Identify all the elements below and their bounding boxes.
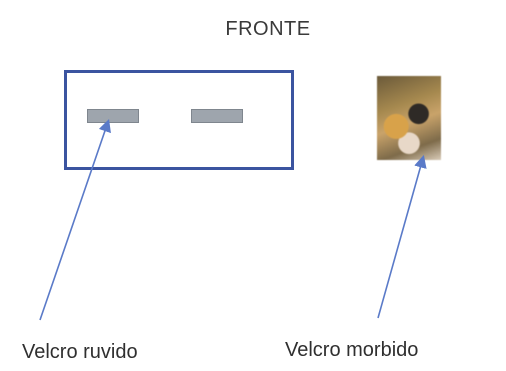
arrow-soft-velcro bbox=[377, 154, 427, 319]
diagram-title: FRONTE bbox=[225, 18, 311, 40]
soft-velcro-photo bbox=[377, 76, 441, 160]
velcro-strip-rough-2 bbox=[191, 109, 243, 123]
arrow-rough-velcro bbox=[39, 118, 111, 321]
label-rough-velcro: Velcro ruvido bbox=[22, 341, 138, 363]
label-soft-velcro: Velcro morbido bbox=[285, 339, 419, 361]
